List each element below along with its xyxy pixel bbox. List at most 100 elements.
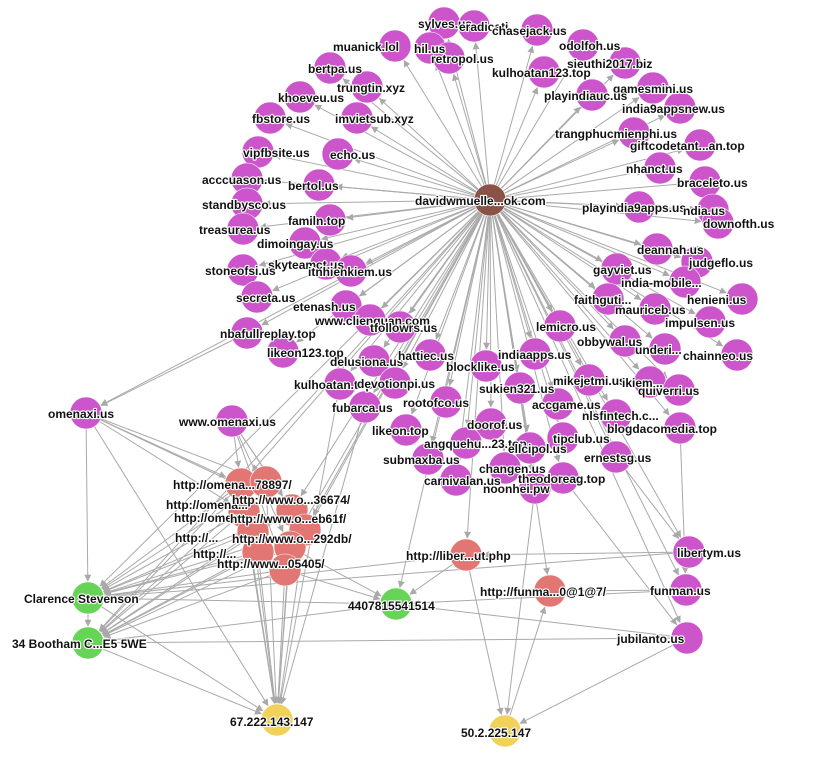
graph-node-d-khoeveu[interactable] bbox=[283, 80, 317, 114]
graph-node-d-blocklike[interactable] bbox=[469, 349, 503, 383]
graph-node-d-bertpa[interactable] bbox=[313, 51, 347, 85]
graph-node-d-angquehu[interactable] bbox=[449, 426, 483, 460]
node-circle[interactable] bbox=[541, 387, 575, 421]
graph-node-ip-67[interactable] bbox=[260, 703, 294, 737]
graph-node-d-retropol[interactable] bbox=[432, 41, 466, 75]
node-circle[interactable] bbox=[599, 440, 633, 474]
node-circle[interactable] bbox=[253, 101, 287, 135]
graph-node-d-rootofco[interactable] bbox=[429, 385, 463, 419]
graph-node-d-kulhoatan[interactable] bbox=[323, 367, 357, 401]
graph-node-ip-50[interactable] bbox=[488, 714, 522, 748]
node-circle[interactable] bbox=[600, 252, 634, 286]
graph-node-d-chainneo[interactable] bbox=[720, 338, 754, 372]
node-circle[interactable] bbox=[503, 371, 537, 405]
node-circle[interactable] bbox=[230, 316, 264, 350]
node-circle[interactable] bbox=[636, 71, 670, 105]
graph-node-d-changen[interactable] bbox=[488, 451, 522, 485]
node-circle[interactable] bbox=[599, 398, 633, 432]
node-circle[interactable] bbox=[643, 151, 677, 185]
node-circle[interactable] bbox=[701, 206, 735, 240]
node-circle[interactable] bbox=[340, 101, 374, 135]
graph-node-d-libertym[interactable] bbox=[672, 535, 706, 569]
node-circle[interactable] bbox=[378, 366, 412, 400]
node-circle[interactable] bbox=[249, 465, 283, 499]
graph-node-d-ellcipol[interactable] bbox=[513, 431, 547, 465]
graph-node-d-fbstore[interactable] bbox=[253, 101, 287, 135]
node-circle[interactable] bbox=[572, 363, 606, 397]
graph-node-d-funman[interactable] bbox=[669, 573, 703, 607]
graph-node-u-liber[interactable] bbox=[449, 538, 483, 572]
node-circle[interactable] bbox=[638, 292, 672, 326]
graph-node-d-deannah[interactable] bbox=[640, 232, 674, 266]
graph-node-d-stoneofsi[interactable] bbox=[226, 253, 260, 287]
node-circle[interactable] bbox=[357, 344, 391, 378]
node-circle[interactable] bbox=[608, 324, 642, 358]
node-circle[interactable] bbox=[379, 587, 413, 621]
graph-node-d-downofth[interactable] bbox=[701, 206, 735, 240]
graph-node-d-nlsfin[interactable] bbox=[599, 398, 633, 432]
node-circle[interactable] bbox=[617, 116, 651, 150]
node-circle[interactable] bbox=[389, 413, 423, 447]
node-circle[interactable] bbox=[323, 367, 357, 401]
graph-node-d-ernestsg[interactable] bbox=[599, 440, 633, 474]
node-circle[interactable] bbox=[663, 91, 697, 125]
node-circle[interactable] bbox=[473, 183, 507, 217]
node-circle[interactable] bbox=[469, 349, 503, 383]
node-circle[interactable] bbox=[640, 232, 674, 266]
graph-node-d-blogdaco[interactable] bbox=[663, 411, 697, 445]
graph-node-u-05405[interactable] bbox=[268, 553, 302, 587]
graph-node-d-likeon[interactable] bbox=[389, 413, 423, 447]
graph-node-u-http7[interactable] bbox=[241, 535, 275, 569]
graph-node-d-bertol[interactable] bbox=[302, 168, 336, 202]
graph-node-center[interactable] bbox=[473, 183, 507, 217]
graph-node-d-obbywal[interactable] bbox=[608, 324, 642, 358]
node-circle[interactable] bbox=[622, 190, 656, 224]
node-circle[interactable] bbox=[71, 626, 105, 660]
graph-node-d-trungtin[interactable] bbox=[350, 70, 384, 104]
graph-node-d-mauriceb[interactable] bbox=[638, 292, 672, 326]
graph-node-d-trangphuc[interactable] bbox=[617, 116, 651, 150]
graph-node-d-muanick[interactable] bbox=[378, 29, 412, 63]
graph-node-d-henieni[interactable] bbox=[725, 282, 759, 316]
node-circle[interactable] bbox=[439, 463, 473, 497]
node-circle[interactable] bbox=[670, 621, 704, 655]
graph-node-d-doorof[interactable] bbox=[474, 407, 508, 441]
node-circle[interactable] bbox=[350, 70, 384, 104]
graph-node-d-imviet[interactable] bbox=[340, 101, 374, 135]
node-circle[interactable] bbox=[566, 28, 600, 62]
graph-node-d-devotion[interactable] bbox=[378, 366, 412, 400]
graph-node-d-nbafull[interactable] bbox=[230, 316, 264, 350]
graph-node-d-sieuthi[interactable] bbox=[608, 46, 642, 80]
graph-node-d-gamesmini[interactable] bbox=[636, 71, 670, 105]
node-circle[interactable] bbox=[546, 421, 580, 455]
node-circle[interactable] bbox=[283, 80, 317, 114]
graph-node-d-familn[interactable] bbox=[313, 203, 347, 237]
node-circle[interactable] bbox=[543, 309, 577, 343]
graph-node-p-address[interactable] bbox=[71, 626, 105, 660]
node-circle[interactable] bbox=[226, 253, 260, 287]
graph-node-d-accgame[interactable] bbox=[541, 387, 575, 421]
node-circle[interactable] bbox=[488, 451, 522, 485]
graph-node-d-fubarca[interactable] bbox=[348, 390, 382, 424]
node-circle[interactable] bbox=[383, 310, 417, 344]
node-circle[interactable] bbox=[575, 78, 609, 112]
node-circle[interactable] bbox=[669, 573, 703, 607]
graph-node-d-wwwomenaxi[interactable] bbox=[215, 404, 249, 438]
node-circle[interactable] bbox=[302, 168, 336, 202]
graph-node-d-omenaxi[interactable] bbox=[69, 396, 103, 430]
node-circle[interactable] bbox=[683, 128, 717, 162]
graph-node-d-delusiona[interactable] bbox=[357, 344, 391, 378]
node-circle[interactable] bbox=[240, 280, 274, 314]
node-circle[interactable] bbox=[71, 581, 105, 615]
graph-node-d-lemicro[interactable] bbox=[543, 309, 577, 343]
node-circle[interactable] bbox=[668, 265, 702, 299]
graph-node-d-hattiec[interactable] bbox=[413, 338, 447, 372]
node-circle[interactable] bbox=[518, 337, 552, 371]
node-circle[interactable] bbox=[591, 282, 625, 316]
node-circle[interactable] bbox=[527, 55, 561, 89]
graph-node-d-impulsen[interactable] bbox=[693, 305, 727, 339]
graph-node-d-mikejet[interactable] bbox=[572, 363, 606, 397]
graph-node-p-clarence[interactable] bbox=[71, 581, 105, 615]
graph-node-d-underi[interactable] bbox=[648, 332, 682, 366]
graph-node-d-chasejack[interactable] bbox=[520, 13, 554, 47]
